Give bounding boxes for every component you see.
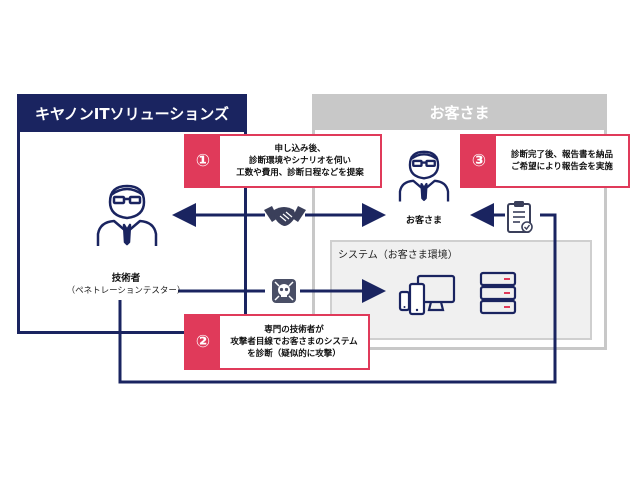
- step-3-number: ③: [462, 136, 496, 186]
- customer-label: お客さま: [405, 216, 442, 226]
- step-3-callout: ③ 診断完了後、報告書を納品 ご希望により報告会を実施: [460, 134, 630, 188]
- company-title: キヤノンITソリューションズ: [17, 94, 247, 132]
- engineer-sublabel: （ペネトレーションテスター）: [66, 286, 186, 296]
- step-2-callout: ② 専門の技術者が 攻撃者目線でお客さまのシステム を診断（疑似的に攻撃）: [184, 314, 370, 370]
- customer-person-icon: [398, 150, 450, 202]
- step-2-number: ②: [186, 316, 220, 368]
- step-1-text: 申し込み後、 診断環境やシナリオを伺い 工数や費用、診断日程などを提案: [236, 144, 364, 178]
- system-label: システム（お客さま環境）: [338, 250, 458, 261]
- devices-icon: [398, 274, 456, 316]
- step-1-callout: ① 申し込み後、 診断環境やシナリオを伺い 工数や費用、診断日程などを提案: [184, 134, 382, 188]
- server-icon: [479, 271, 517, 315]
- customer-title: お客さま: [312, 94, 607, 130]
- step-3-text: 診断完了後、報告書を納品 ご希望により報告会を実施: [510, 150, 613, 172]
- report-clipboard-icon: [507, 201, 533, 233]
- step-2-text: 専門の技術者が 攻撃者目線でお客さまのシステム を診断（疑似的に攻撃）: [230, 325, 358, 359]
- step-1-number: ①: [186, 136, 220, 186]
- system-box: [330, 240, 592, 340]
- engineer-person-icon: [96, 184, 158, 246]
- handshake-icon: [264, 206, 306, 226]
- report-line: [118, 213, 557, 384]
- engineer-label: 技術者: [111, 273, 141, 284]
- skull-virus-icon: [272, 279, 296, 303]
